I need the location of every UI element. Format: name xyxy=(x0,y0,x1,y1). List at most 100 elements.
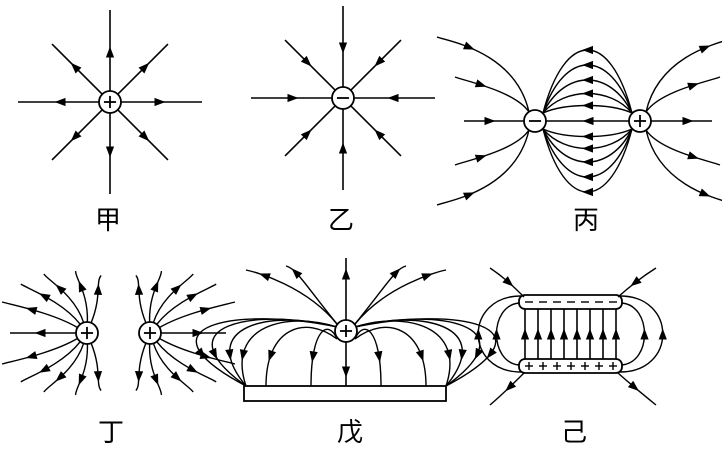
field-line xyxy=(159,301,236,329)
panel-jia-point-positive-charge xyxy=(18,10,202,194)
arrowhead xyxy=(687,82,699,91)
arrowhead xyxy=(186,363,198,373)
field-line xyxy=(454,76,530,113)
field-line xyxy=(135,275,147,324)
arrowhead xyxy=(546,328,556,340)
field-line xyxy=(1,301,78,329)
field-line xyxy=(454,129,530,166)
arrowhead xyxy=(474,154,487,163)
panel-yi-point-negative-charge xyxy=(251,6,435,190)
arrowhead xyxy=(582,157,593,167)
arrowhead xyxy=(291,268,303,280)
arrowhead xyxy=(582,172,593,182)
arrowhead xyxy=(34,328,46,338)
field-line xyxy=(621,302,646,366)
field-line xyxy=(354,265,407,325)
field-line xyxy=(542,92,633,114)
arrowhead xyxy=(582,132,593,141)
arrowhead xyxy=(415,349,424,362)
arrowhead xyxy=(25,351,38,360)
arrowhead xyxy=(150,280,159,293)
arrowhead xyxy=(239,349,249,361)
arrowhead xyxy=(105,146,115,158)
field-line xyxy=(645,129,722,202)
caption-ding: 丁 xyxy=(97,418,124,448)
field-line xyxy=(74,270,89,323)
arrowhead xyxy=(54,97,66,107)
field-line xyxy=(156,283,217,325)
arrowhead xyxy=(287,93,299,103)
arrowhead xyxy=(658,328,667,340)
arrowhead xyxy=(486,347,497,359)
arrowhead xyxy=(374,129,386,141)
arrowhead xyxy=(374,350,383,363)
arrowhead xyxy=(443,349,453,361)
arrowhead xyxy=(598,328,608,340)
arrowhead xyxy=(520,328,530,340)
arrowhead xyxy=(150,373,159,386)
arrowhead xyxy=(474,79,487,88)
arrowhead xyxy=(199,306,212,315)
arrowhead xyxy=(582,187,593,197)
field-line xyxy=(20,341,81,383)
field-line xyxy=(436,129,530,206)
arrowhead xyxy=(505,380,517,392)
arrowhead xyxy=(582,45,593,55)
field-line xyxy=(495,302,520,366)
arrowhead xyxy=(268,349,277,362)
arrowhead xyxy=(55,284,67,295)
arrowhead xyxy=(338,42,348,54)
arrowhead xyxy=(39,293,51,303)
arrowhead xyxy=(93,283,103,295)
arrowhead xyxy=(502,276,514,287)
arrowhead xyxy=(582,60,593,70)
field-line xyxy=(90,275,102,324)
field-line xyxy=(354,326,427,387)
arrowhead xyxy=(374,55,386,67)
caption-jia: 甲 xyxy=(94,206,121,236)
arrowhead xyxy=(154,97,166,107)
field-line xyxy=(265,326,338,387)
arrowhead xyxy=(170,371,182,382)
field-line xyxy=(90,342,102,391)
field-line xyxy=(285,265,338,325)
arrowhead xyxy=(105,46,115,58)
arrowhead xyxy=(25,306,38,315)
panel-ding-two-positive-charges xyxy=(1,270,236,396)
arrowhead xyxy=(582,144,593,153)
arrowhead xyxy=(208,347,218,360)
field-line xyxy=(148,270,163,323)
field-line xyxy=(156,341,217,383)
arrowhead xyxy=(630,276,642,287)
panel-wu-charge-above-plate xyxy=(195,258,497,402)
arrowhead xyxy=(582,101,593,110)
field-line xyxy=(245,269,338,325)
arrowhead xyxy=(259,273,271,282)
conducting-plate xyxy=(243,385,447,402)
arrowhead xyxy=(78,280,87,293)
arrowhead xyxy=(698,45,711,54)
arrowhead xyxy=(572,328,582,340)
arrowhead xyxy=(627,380,639,392)
field-line xyxy=(542,128,633,150)
arrowhead xyxy=(39,363,51,373)
arrowhead xyxy=(195,347,206,359)
arrowhead xyxy=(138,130,150,142)
arrowhead xyxy=(474,347,484,360)
arrowhead xyxy=(389,268,401,280)
arrowhead xyxy=(533,328,543,340)
arrowhead xyxy=(463,41,475,50)
arrowhead xyxy=(93,371,103,383)
arrowhead xyxy=(492,328,501,340)
arrowhead xyxy=(687,151,699,160)
arrowhead xyxy=(458,348,467,361)
field-line xyxy=(135,342,147,391)
field-line xyxy=(645,129,721,166)
field-line xyxy=(619,295,664,373)
arrowhead xyxy=(611,328,621,340)
panel-ji-parallel-plates xyxy=(474,267,667,406)
field-line xyxy=(195,318,338,387)
field-line xyxy=(354,318,497,387)
field-line xyxy=(20,283,81,325)
arrowhead xyxy=(134,283,144,295)
